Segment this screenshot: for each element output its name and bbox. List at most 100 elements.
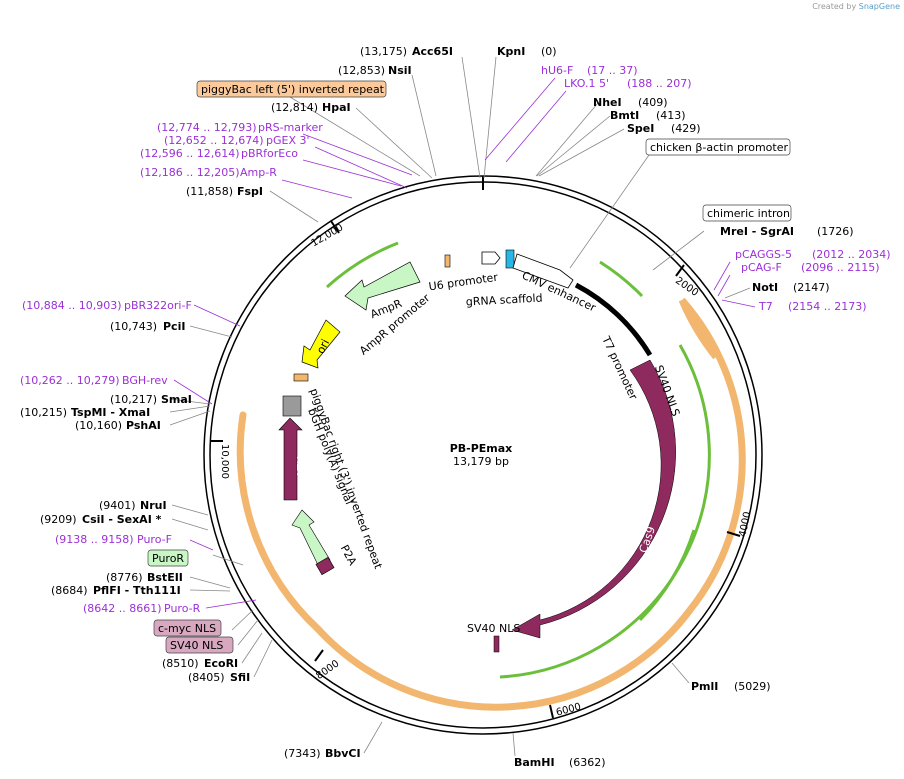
- enzyme-pos-bsteii: (8776): [106, 571, 143, 584]
- enzyme-pcii: PciI: [163, 320, 185, 333]
- primer-hu6f: hU6-F: [541, 64, 573, 77]
- primer-range-pcagf: (2096 .. 2115): [801, 261, 880, 274]
- primer-leaders: [173, 77, 756, 609]
- enzyme-pos-tspmi: (10,215): [20, 406, 67, 419]
- u6-small-orange: [444, 254, 451, 268]
- primer-range-prsmarker: (12,774 .. 12,793): [157, 121, 257, 134]
- datk-arrow: [278, 417, 303, 501]
- enzyme-pos-noti: (2147): [793, 281, 830, 294]
- primer-pcagf: pCAG-F: [741, 261, 782, 274]
- enzyme-pos-spei: (429): [671, 122, 701, 135]
- cas9-label: Cas9: [637, 525, 659, 555]
- enzyme-pos-nsii: (12,853): [338, 64, 385, 77]
- enzyme-srei-sgrai: MreI - SgrAI: [720, 225, 794, 238]
- puror-box: [147, 549, 189, 567]
- enzyme-pos-bmti: (413): [656, 109, 686, 122]
- orange-arc-left: [236, 411, 322, 633]
- enzyme-smai: SmaI: [161, 393, 192, 406]
- tick-8000: 8000: [314, 658, 341, 682]
- enzyme-pos-acc65i: (13,175): [360, 45, 407, 58]
- primer-range-pbr322orif: (10,884 .. 10,903): [22, 299, 122, 312]
- enzyme-pos-fspi: (11,858): [186, 185, 233, 198]
- enzyme-spei: SpeI: [627, 122, 654, 135]
- enzyme-bsteii: BstEII: [147, 571, 183, 584]
- primer-range-hu6f: (17 .. 37): [587, 64, 638, 77]
- green-arc-ampr-top: [325, 241, 399, 289]
- enzyme-leaders: [169, 56, 751, 757]
- enzyme-pos-drui: (9401): [99, 499, 136, 512]
- enzyme-sfii: SfiI: [230, 671, 250, 684]
- enzyme-ecori: EcoRI: [204, 657, 238, 670]
- enzyme-pos-bamhi: (6362): [569, 756, 606, 769]
- credit-prefix: Created by: [812, 2, 857, 11]
- p2a-box: [315, 556, 335, 576]
- puror-arrow: [291, 509, 331, 566]
- u6-promoter-label: U6 promoter: [428, 271, 499, 294]
- enzyme-pos-kpni: (0): [541, 45, 557, 58]
- primer-range-pgex3: (12,652 .. 12,674): [164, 134, 264, 147]
- enzyme-pmli: PmlI: [691, 680, 718, 693]
- enzyme-pos-ecori: (8510): [162, 657, 199, 670]
- enzyme-nhei: NheI: [593, 96, 622, 109]
- snapgene-brand: SnapGene: [858, 2, 900, 11]
- primer-lko15: LKO.1 5': [564, 77, 609, 90]
- primer-pbr322orif: pBR322ori-F: [124, 299, 192, 312]
- tick-12000: 12,000: [309, 222, 345, 249]
- chimeric-intron-box: [702, 204, 792, 222]
- enzyme-pshai: PshAI: [126, 419, 161, 432]
- primer-t7: T7: [758, 300, 773, 313]
- sv40-nls-box: [165, 636, 234, 654]
- piggybac-left-box: [196, 80, 387, 98]
- primer-purof: Puro-F: [137, 533, 172, 546]
- ori-label: ori: [314, 337, 332, 356]
- chimeric-intron-label: chimeric intron: [707, 207, 790, 220]
- primer-ampr: Amp-R: [240, 166, 277, 179]
- enzyme-pos-bbvci: (7343): [284, 747, 321, 760]
- enzyme-pos-pflfi: (8684): [51, 584, 88, 597]
- enzyme-tspmi-xmai: TspMI - XmaI: [71, 406, 150, 419]
- enzyme-bmti: BmtI: [610, 109, 639, 122]
- grna-scaffold-label: gRNA scaffold: [466, 292, 543, 309]
- enzyme-pos-nhei: (409): [638, 96, 668, 109]
- green-arc-right-top: [599, 260, 644, 298]
- tick-6000: 6000: [555, 701, 582, 718]
- bgh-small: [293, 373, 309, 382]
- tick-10000: 10,000: [219, 444, 230, 479]
- puror-label: PuroR: [152, 552, 184, 565]
- enzyme-pos-csii: (9209): [40, 513, 77, 526]
- cmyc-nls-label: c-myc NLS: [158, 622, 216, 635]
- primer-range-pcaggs5: (2012 .. 2034): [812, 248, 891, 261]
- primer-range-pbrforeco: (12,596 .. 12,614): [140, 147, 240, 160]
- primer-range-purof: (9138 .. 9158): [55, 533, 134, 546]
- cas9-arrow: [511, 359, 676, 639]
- plasmid-length: 13,179 bp: [453, 455, 509, 468]
- enzyme-noti: NotI: [752, 281, 778, 294]
- primer-prsmarker: pRS-marker: [258, 121, 323, 134]
- enzyme-pos-mrei: (1726): [817, 225, 854, 238]
- ampr-arrow: [344, 261, 421, 311]
- enzyme-hpai: HpaI: [322, 101, 351, 114]
- tick-4000: 4000: [737, 511, 753, 538]
- datk-label: ΔTK: [295, 456, 308, 478]
- snapgene-credit: Created by SnapGene: [812, 2, 900, 11]
- enzyme-nsii: NsiI: [388, 64, 412, 77]
- primer-bghrev: BGH-rev: [122, 374, 168, 387]
- primer-pbrforeco: pBRforEco: [241, 147, 298, 160]
- enzyme-pos-hpai: (12,814): [271, 101, 318, 114]
- cmyc-nls-box: [153, 619, 222, 637]
- enzyme-pos-smai: (10,217): [110, 393, 157, 406]
- ori-arrow: [301, 319, 341, 369]
- ring-ticks: [210, 176, 741, 719]
- u6-promoter-arrow: [481, 251, 501, 265]
- orange-arc-top: [678, 298, 719, 360]
- enzyme-drui: NruI: [140, 499, 167, 512]
- grna-scaffold-box: [505, 249, 515, 269]
- plasmid-name: PB-PEmax: [450, 442, 513, 455]
- sv40-nls-lower-label: SV40 NLS: [467, 622, 520, 635]
- primer-range-t7: (2154 .. 2173): [788, 300, 867, 313]
- enzyme-csii-sexai: CsiI - SexAI *: [82, 513, 162, 526]
- primer-pgex3: pGEX 3': [266, 134, 310, 147]
- enzyme-bamhi: BamHI: [514, 756, 555, 769]
- orange-arc-bottom: [315, 607, 693, 711]
